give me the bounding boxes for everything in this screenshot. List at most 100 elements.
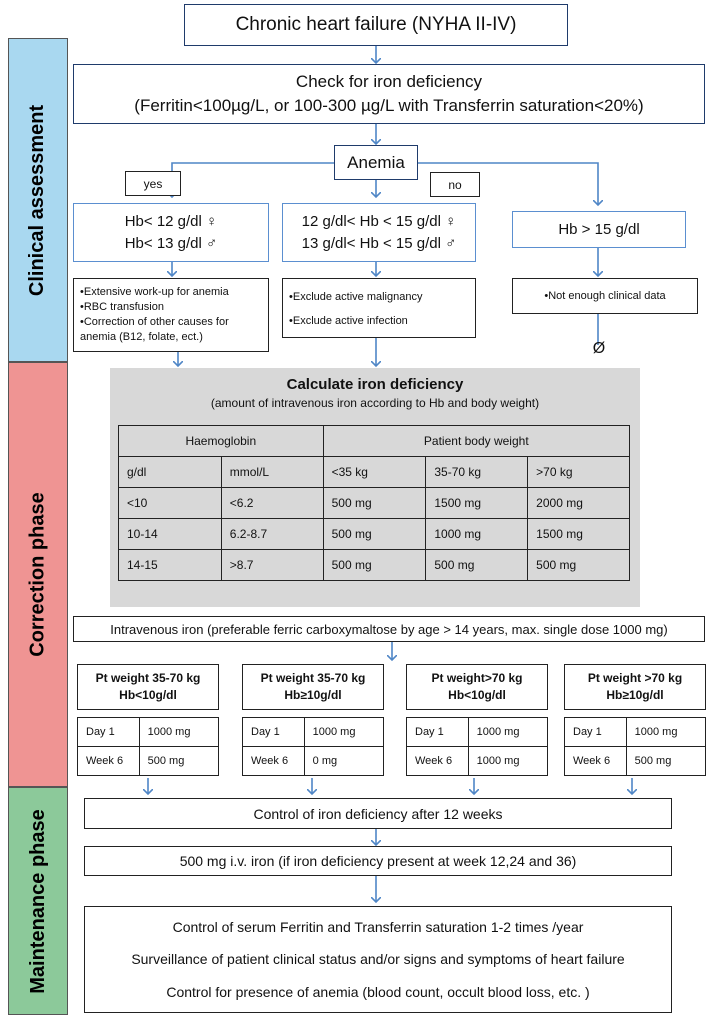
dosing-weight: Pt weight 35-70 kg bbox=[260, 671, 366, 685]
dosing-header: Pt weight>70 kg Hb<10g/dl bbox=[406, 664, 548, 710]
table-cell: 6.2-8.7 bbox=[220, 518, 324, 550]
phase-maintenance: Maintenance phase bbox=[8, 787, 68, 1015]
dosing-weight: Pt weight>70 kg bbox=[431, 671, 523, 685]
table-row: 14-15 >8.7 500 mg 500 mg 500 mg bbox=[118, 549, 630, 581]
header-body-weight: Patient body weight bbox=[322, 425, 631, 457]
table-cell: <35 kg bbox=[322, 456, 427, 488]
table-cell: Week 6 bbox=[406, 746, 469, 776]
list-item: •Exclude active malignancy bbox=[289, 291, 423, 303]
arrow bbox=[418, 162, 598, 205]
list-item: •Correction of other causes for anemia (… bbox=[80, 316, 229, 343]
hb-mid-female: 12 g/dl< Hb < 15 g/dl ♀ bbox=[301, 212, 457, 230]
table-row: <10 <6.2 500 mg 1500 mg 2000 mg bbox=[118, 487, 630, 519]
list-item: •RBC transfusion bbox=[80, 301, 164, 313]
table-cell: mmol/L bbox=[220, 456, 324, 488]
list-item: •Extensive work-up for anemia bbox=[80, 286, 229, 298]
table-cell: Day 1 bbox=[406, 717, 469, 747]
iv-500-text: 500 mg i.v. iron (if iron deficiency pre… bbox=[179, 853, 577, 869]
table-cell: >8.7 bbox=[220, 549, 324, 581]
hb-mid-box: 12 g/dl< Hb < 15 g/dl ♀ 13 g/dl< Hb < 15… bbox=[282, 203, 476, 262]
hb-low-female: Hb< 12 g/dl ♀ bbox=[124, 212, 218, 230]
dosing-header: Pt weight 35-70 kg Hb≥10g/dl bbox=[242, 664, 384, 710]
hb-high-box: Hb > 15 g/dl bbox=[512, 211, 686, 248]
control-12-weeks-text: Control of iron deficiency after 12 week… bbox=[253, 805, 503, 822]
check-iron-title: Check for iron deficiency bbox=[295, 72, 483, 91]
table-cell: 10-14 bbox=[118, 518, 222, 550]
table-row: 10-14 6.2-8.7 500 mg 1000 mg 1500 mg bbox=[118, 518, 630, 550]
table-cell: 1000 mg bbox=[625, 717, 707, 747]
table-cell: Day 1 bbox=[242, 717, 305, 747]
dosing-weight: Pt weight 35-70 kg bbox=[95, 671, 201, 685]
iron-table: Haemoglobin Patient body weight g/dl mmo… bbox=[118, 425, 631, 581]
calc-title: Calculate iron deficiency bbox=[286, 376, 464, 393]
right-actions-box: •Not enough clinical data bbox=[512, 278, 698, 314]
iv-iron-text: Intravenous iron (preferable ferric carb… bbox=[110, 621, 668, 637]
table-cell: 1000 mg bbox=[138, 717, 220, 747]
yes-label: yes bbox=[143, 176, 163, 191]
left-actions-box: •Extensive work-up for anemia •RBC trans… bbox=[73, 278, 269, 352]
hb-low-box: Hb< 12 g/dl ♀ Hb< 13 g/dl ♂ bbox=[73, 203, 269, 262]
anemia-box: Anemia bbox=[334, 145, 418, 180]
hb-low-male: Hb< 13 g/dl ♂ bbox=[124, 234, 218, 252]
table-cell: 0 mg bbox=[303, 746, 385, 776]
table-cell: 500 mg bbox=[322, 518, 427, 550]
mid-actions-box: •Exclude active malignancy •Exclude acti… bbox=[282, 278, 476, 338]
check-iron-box: Check for iron deficiency (Ferritin<100µ… bbox=[73, 64, 705, 124]
title-text: Chronic heart failure (NYHA II-IV) bbox=[235, 14, 517, 35]
list-item: •Not enough clinical data bbox=[544, 289, 666, 302]
list-item: Control for presence of anemia (blood co… bbox=[166, 983, 590, 1000]
table-cell: 14-15 bbox=[118, 549, 222, 581]
final-monitoring-box: Control of serum Ferritin and Transferri… bbox=[84, 906, 672, 1013]
header-haemoglobin: Haemoglobin bbox=[118, 425, 324, 457]
table-cell: 500 mg bbox=[425, 549, 529, 581]
dosing-hb: Hb≥10g/dl bbox=[284, 688, 342, 702]
phase-clinical-assessment: Clinical assessment bbox=[8, 38, 68, 362]
iv-iron-box: Intravenous iron (preferable ferric carb… bbox=[73, 616, 705, 642]
table-cell: 500 mg bbox=[625, 746, 707, 776]
no-label: no bbox=[448, 177, 462, 192]
arrow bbox=[172, 162, 334, 197]
table-cell: <10 bbox=[118, 487, 222, 519]
table-cell: Week 6 bbox=[77, 746, 140, 776]
table-cell: 1500 mg bbox=[425, 487, 529, 519]
dosing-header: Pt weight >70 kg Hb≥10g/dl bbox=[564, 664, 706, 710]
table-cell: 500 mg bbox=[138, 746, 220, 776]
dosing-weight: Pt weight >70 kg bbox=[587, 671, 683, 685]
table-cell: 1500 mg bbox=[527, 518, 630, 550]
list-item: •Exclude active infection bbox=[289, 315, 408, 327]
null-symbol: Ø bbox=[592, 340, 606, 357]
anemia-label: Anemia bbox=[347, 152, 405, 172]
check-iron-criteria: (Ferritin<100µg/L, or 100-300 µg/L with … bbox=[134, 96, 644, 115]
table-cell: 1000 mg bbox=[303, 717, 385, 747]
list-item: Control of serum Ferritin and Transferri… bbox=[172, 919, 584, 936]
table-cell: Day 1 bbox=[564, 717, 627, 747]
dosing-header: Pt weight 35-70 kg Hb<10g/dl bbox=[77, 664, 219, 710]
table-cell: Day 1 bbox=[77, 717, 140, 747]
table-cell: <6.2 bbox=[220, 487, 324, 519]
table-cell: Week 6 bbox=[242, 746, 305, 776]
table-cell: 500 mg bbox=[322, 549, 427, 581]
phase-correction: Correction phase bbox=[8, 362, 68, 787]
iv-500-box: 500 mg i.v. iron (if iron deficiency pre… bbox=[84, 846, 672, 876]
dosing-hb: Hb<10g/dl bbox=[448, 688, 506, 702]
hb-high-label: Hb > 15 g/dl bbox=[558, 221, 640, 238]
table-cell: 500 mg bbox=[527, 549, 630, 581]
dosing-hb: Hb≥10g/dl bbox=[606, 688, 664, 702]
calc-subtitle: (amount of intravenous iron according to… bbox=[210, 396, 540, 410]
table-header-row: Haemoglobin Patient body weight bbox=[118, 425, 631, 457]
